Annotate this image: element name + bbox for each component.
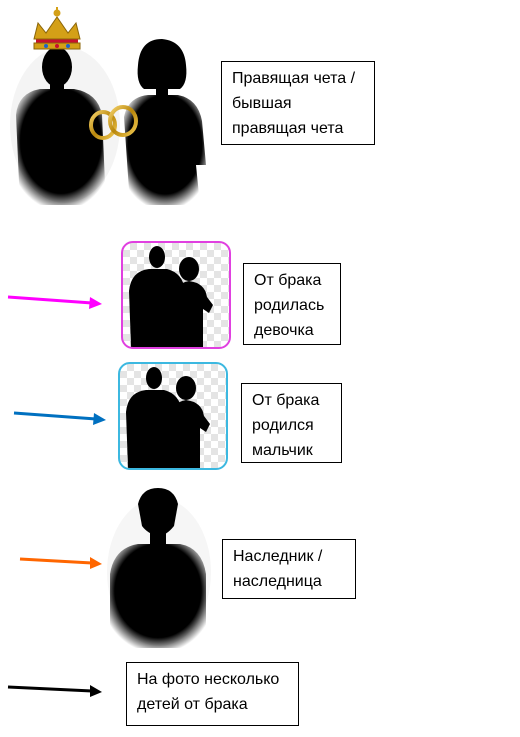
crown-icon: [33, 7, 81, 50]
label-line: наследница: [233, 573, 322, 590]
label-line: Наследник /: [233, 548, 323, 565]
label-line: На фото несколько: [137, 671, 280, 688]
heir-silhouette-image: [104, 482, 214, 648]
label-line: детей от брака: [137, 696, 248, 713]
royal-couple-image: [10, 5, 220, 205]
man-silhouette: [16, 47, 106, 205]
arrow-black-icon: [6, 680, 106, 700]
label-line: От брака: [252, 392, 320, 409]
label-line: мальчик: [252, 442, 313, 459]
girl-couple-thumbnail: [121, 241, 231, 349]
label-line: правящая чета: [232, 120, 344, 137]
boy-couple-thumbnail: [118, 362, 228, 470]
couple-silhouette: [126, 367, 210, 468]
label-several-children: На фото несколько детей от брака: [126, 662, 299, 726]
arrow-orange-icon: [18, 553, 108, 573]
label-line: От брака: [254, 272, 322, 289]
label-ruling-couple: Правящая чета / бывшая правящая чета: [221, 61, 375, 145]
couple-silhouette: [129, 246, 213, 347]
label-line: родился: [252, 417, 314, 434]
wedding-rings-icon: [89, 105, 138, 140]
label-line: родилась: [254, 297, 325, 314]
arrow-magenta-icon: [6, 291, 106, 311]
label-line: девочка: [254, 322, 314, 339]
label-boy: От брака родился мальчик: [241, 383, 342, 463]
label-heir: Наследник / наследница: [222, 539, 356, 599]
label-line: Правящая чета /: [232, 70, 356, 87]
label-girl: От брака родилась девочка: [243, 263, 341, 345]
woman-silhouette: [124, 39, 206, 205]
label-line: бывшая: [232, 95, 292, 112]
arrow-blue-icon: [12, 408, 112, 428]
